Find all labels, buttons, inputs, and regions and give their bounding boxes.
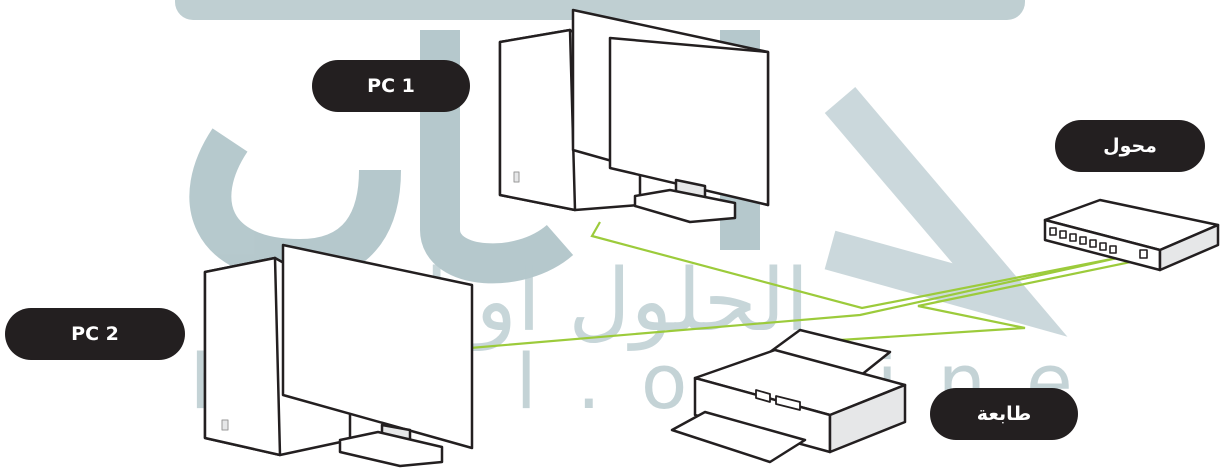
watermark-stroke-4 [830,100,1010,300]
label-pc2: PC 2 [5,308,185,360]
pc-2-icon [205,245,472,466]
label-pc1: PC 1 [312,60,470,112]
pc2-base [340,432,442,466]
watermark-stroke-1 [210,140,380,260]
label-switch: محول [1055,120,1205,172]
label-printer: طابعة [930,388,1078,440]
switch-icon [1045,200,1218,270]
